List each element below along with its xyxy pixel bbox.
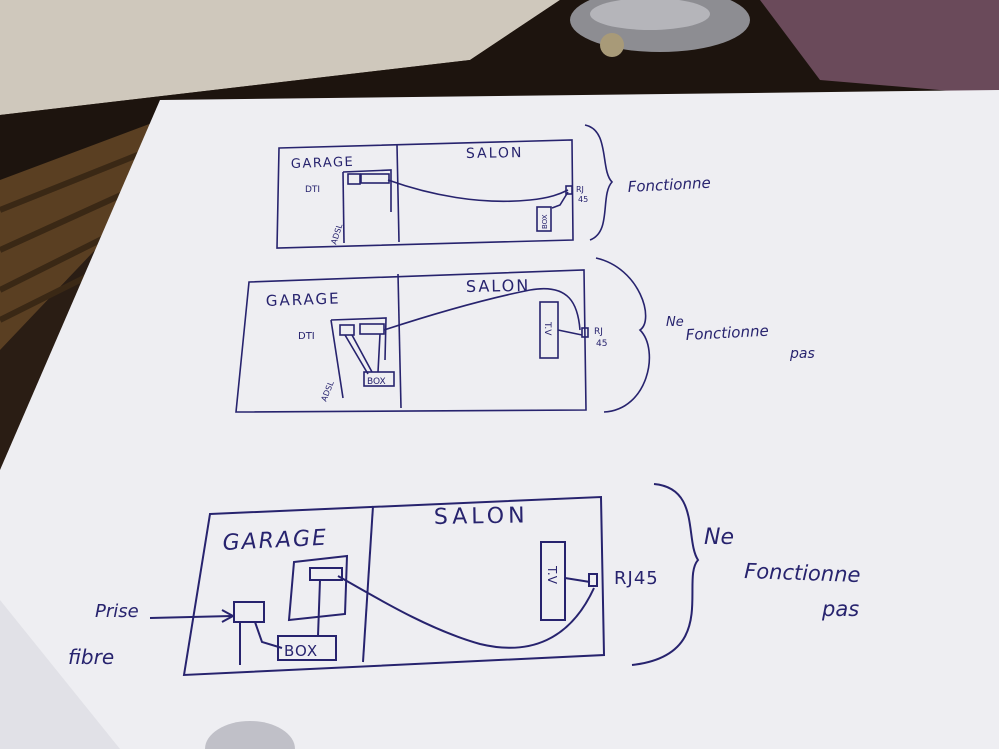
sketch-3-status-line1: Ne [704, 525, 734, 550]
sketch-2-status-line1: Ne [666, 315, 684, 330]
sketch-1-rj45-socket [565, 185, 573, 195]
sketch-2-cabinet [330, 317, 387, 361]
sketch-1-cabinet [342, 169, 392, 212]
sketch-1-status: Fonctionne [627, 174, 711, 196]
sketch-2-status-line3: pas [789, 346, 815, 362]
sketch-2-rj45-socket [581, 327, 589, 338]
sketch-3-box-label: BOX [284, 642, 318, 660]
sketch-2-cabinet-left [330, 319, 344, 399]
sketch-3-prise-fibre [233, 601, 265, 623]
sketch-3-prise-line1: Prise [95, 601, 139, 622]
sketch-2-labels: GARAGE SALON DTI ADSL BOX T.V RJ 45 Ne F… [266, 276, 815, 403]
purple-fabric [760, 0, 999, 95]
sketch-2-garage-label: GARAGE [266, 289, 341, 310]
sketch-2-salon-label: SALON [466, 276, 531, 296]
sketch-3-box [277, 635, 337, 661]
sketch-2-box-wires [344, 333, 381, 375]
sketch-1-garage-label: GARAGE [291, 155, 355, 172]
sketch-1-salon-label: SALON [466, 145, 524, 162]
sketch-2-status-line2: Fonctionne [685, 322, 769, 344]
sketch-3-prise-line2: fibre [68, 645, 114, 669]
sketch-3-status-line3: pas [821, 597, 859, 621]
sketch-3-cable [337, 575, 595, 649]
sketch-2-rj-number: 45 [596, 339, 607, 349]
sketch-3-fibre-arrow [149, 615, 233, 619]
sketch-2-tv-wire [557, 329, 583, 336]
sketch-2-box-label: BOX [367, 377, 386, 387]
sketch-3-rj45-socket [588, 573, 598, 587]
sketch-1-rj-number: 45 [578, 195, 588, 204]
sketch-1-box-cable [551, 191, 569, 209]
metal-object-highlight [590, 0, 710, 30]
sketch-3-brace [631, 483, 700, 666]
sketch-2-outline [235, 269, 587, 413]
sketch-3 [149, 483, 700, 677]
sketch-2-box [363, 371, 395, 387]
mat-weave-lines [0, 147, 167, 323]
sketch-1-outline [276, 139, 574, 249]
sketch-2-rj-label: RJ [594, 327, 603, 337]
sketch-1-brace [584, 124, 614, 241]
sketch-2-dti-label: DTI [298, 331, 315, 342]
paper-sheet [0, 90, 999, 749]
sketch-3-status-line2: Fonctionne [744, 559, 861, 587]
sketch-3-tv [540, 541, 566, 621]
sketch-3-outline [182, 495, 606, 677]
sketch-1-dti-socket [347, 173, 361, 185]
sketch-2-divider [397, 273, 402, 409]
metal-object-clasp [600, 33, 624, 57]
sketch-3-cabinet [287, 554, 349, 622]
sketch-2-tv-label: T.V [542, 321, 552, 336]
sketch-1-box [536, 206, 552, 232]
sketch-3-labels: GARAGE SALON Prise fibre BOX T.V RJ45 Ne… [68, 503, 861, 669]
sketch-1-rj-label: RJ [576, 185, 584, 194]
sketch-2 [235, 257, 651, 413]
sketch-3-tv-label: T.V [545, 565, 559, 585]
sketch-1-divider [396, 144, 400, 243]
sketch-2-brace [595, 257, 651, 413]
sketch-1-dti-label: DTI [305, 185, 320, 195]
sketch-1-box-label: BOX [541, 214, 549, 229]
hand-shadow [205, 721, 295, 749]
sketch-1-patch-panel [360, 173, 390, 184]
sketch-3-rj-label: RJ45 [614, 568, 659, 589]
sketch-3-salon-label: SALON [434, 503, 529, 530]
sketch-1-cabinet-left [342, 171, 345, 244]
sketch-3-garage-label: GARAGE [222, 526, 329, 556]
sketch-3-fibre-arrowhead [221, 609, 236, 623]
sketch-3-box-wires [254, 579, 321, 649]
sketch-2-dti-socket [339, 324, 355, 336]
sketch-3-patch-panel [309, 567, 343, 581]
sketch-2-cable [383, 287, 581, 331]
sketch-3-tv-wire [564, 577, 591, 583]
sketch-2-patch-panel [359, 323, 385, 335]
sketch-3-divider [362, 505, 374, 663]
light-surface [0, 0, 560, 115]
paper-shadow-corner [0, 600, 120, 749]
sketch-1-cable [387, 179, 569, 203]
sketch-1 [276, 124, 614, 249]
